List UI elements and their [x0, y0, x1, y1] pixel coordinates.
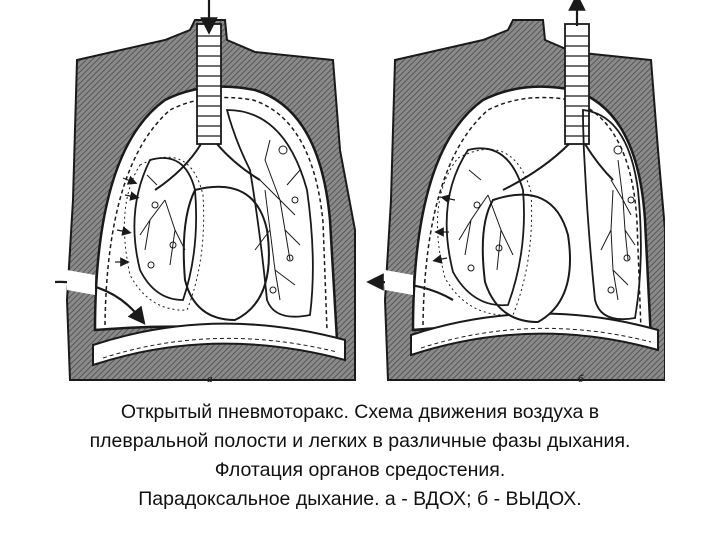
heart-b	[483, 195, 570, 322]
panel-a: а	[55, 0, 355, 385]
caption-line-4: Парадоксальное дыхание. а - ВДОХ; б - ВЫ…	[0, 485, 720, 514]
panel-b: б	[375, 2, 665, 385]
figure-svg: а б	[55, 0, 665, 392]
pneumothorax-figure: а б	[55, 0, 665, 392]
panel-label-b: б	[578, 373, 584, 385]
panel-label-a: а	[207, 373, 213, 385]
figure-caption: Открытый пневмоторакс. Схема движения во…	[0, 398, 720, 514]
caption-line-1: Открытый пневмоторакс. Схема движения во…	[0, 398, 720, 427]
caption-line-2: плевральной полости и легких в различные…	[0, 427, 720, 456]
caption-line-3: Флотация органов средостения.	[0, 456, 720, 485]
